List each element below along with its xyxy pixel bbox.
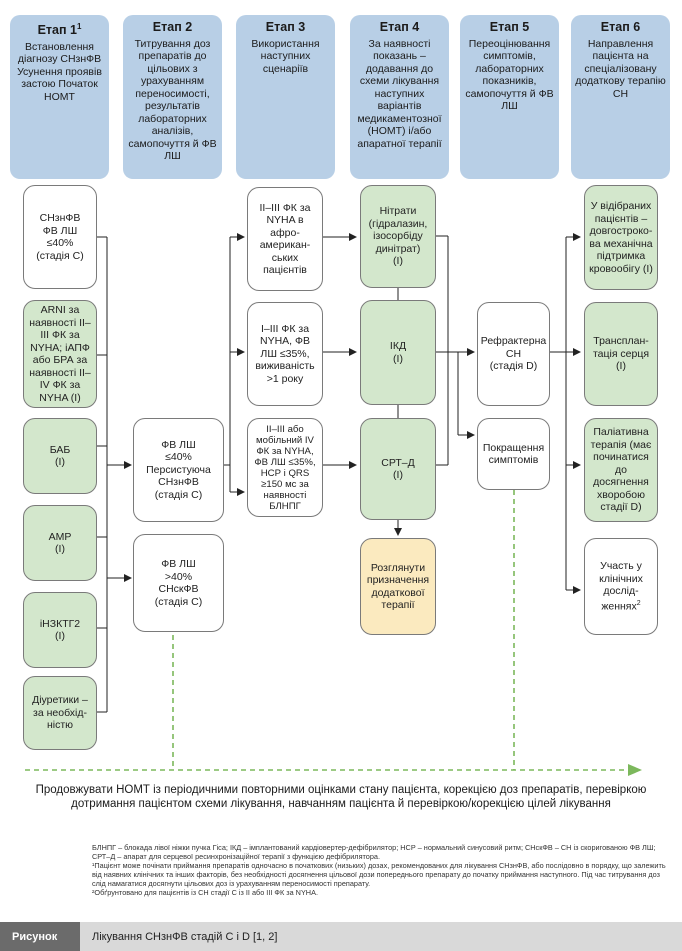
figure-caption: Лікування СНзнФВ стадій С і D [1, 2] [92, 930, 278, 943]
col6-palliative-box: Паліативна терапія (має починатися до до… [584, 418, 658, 522]
continue-therapy-text: Продовжувати НОМТ із періодичними повтор… [35, 784, 647, 810]
stage-5-title: Етап 5 [489, 20, 530, 34]
stage-3-title: Етап 3 [265, 20, 306, 34]
col5-refractory-box: Рефрактерна СН (стадія D) [477, 302, 550, 406]
col6-clinical-trials-sup: 2 [636, 599, 641, 607]
stage-1-sup: 1 [76, 22, 82, 31]
stage-2-text: Титрування доз препаратів до цільових з … [128, 37, 217, 163]
col2-persistent-hfref-box: ФВ ЛШ ≤40% Персистуюча СНзнФВ (стадія С) [133, 418, 224, 522]
col6-clinical-trials-box: Участь у клінічних дослід-женнях2 [584, 538, 658, 635]
col3-scenario-crt-box: II–III або мобільний IV ФК за NYHA, ФВ Л… [247, 418, 323, 517]
stage-3-text: Використання наступних сценаріїв [251, 37, 320, 75]
stage-3-header: Етап 3 Використання наступних сценаріїв [236, 15, 335, 179]
stage-6-text: Направлення пацієнта на спеціалізовану д… [575, 37, 666, 100]
col1-arni-box: ARNI за наявності II–III ФК за NYHA; іАП… [23, 300, 97, 408]
stage-4-title: Етап 4 [379, 20, 420, 34]
stage-1-title: Етап 1 [37, 23, 77, 38]
footnote-abbreviations: БЛНПГ – блокада лівої ніжки пучка Гіса; … [92, 843, 656, 861]
col4-nitrates-box: Нітрати (гідралазин, ізосорбіду динітрат… [360, 185, 436, 288]
col6-clinical-trials-text: Участь у клінічних дослід-женнях [599, 560, 643, 613]
stage-5-header: Етап 5 Переоцінювання симптомів, лаборат… [460, 15, 559, 179]
stage-1-header: Етап 11 Встановлення діагнозу СНзнФВ Усу… [10, 15, 109, 179]
stage-6-title: Етап 6 [600, 20, 641, 34]
footnotes: БЛНПГ – блокада лівої ніжки пучка Гіса; … [92, 843, 668, 897]
stage-2-title: Етап 2 [152, 20, 193, 34]
col6-transplant-box: Трансплан-тація серця (I) [584, 302, 658, 406]
col6-mcs-box: У відібраних пацієнтів – довгостроко-ва … [584, 185, 658, 290]
col2-hfimpef-box: ФВ ЛШ >40% СНскФВ (стадія С) [133, 534, 224, 632]
stage-1-text: Встановлення діагнозу СНзнФВ Усунення пр… [17, 40, 102, 103]
figure-label: Рисунок [0, 922, 80, 951]
col4-crtd-box: СРТ–Д (I) [360, 418, 436, 520]
stage-2-header: Етап 2 Титрування доз препаратів до ціль… [123, 15, 222, 179]
col4-additional-therapy-box: Розглянути призначення додаткової терапі… [360, 538, 436, 635]
col5-symptom-improvement-box: Покращення симптомів [477, 418, 550, 490]
col1-amr-box: АМР (I) [23, 505, 97, 581]
col1-bab-box: БАБ (I) [23, 418, 97, 494]
col3-scenario-african-box: II–III ФК за NYHA в афро-американ-ських … [247, 187, 323, 291]
col4-icd-box: ІКД (I) [360, 300, 436, 405]
footnote-1: ¹Пацієнт може почінати приймання препара… [92, 861, 666, 888]
col1-diuretics-box: Діуретики – за необхід-ністю [23, 676, 97, 750]
stage-4-header: Етап 4 За наявності показань – додавання… [350, 15, 449, 179]
stage-4-text: За наявності показань – додавання до схе… [357, 37, 442, 150]
figure-caption-bar [0, 922, 682, 951]
footnote-2: ²Обґрунтовано для пацієнтів із СН стадії… [92, 888, 318, 897]
col3-scenario-icd-box: I–III ФК за NYHA, ФВ ЛШ ≤35%, виживаніст… [247, 302, 323, 406]
stage-6-header: Етап 6 Направлення пацієнта на спеціаліз… [571, 15, 670, 179]
col1-hfref-box: СНзнФВ ФВ ЛШ ≤40% (стадія С) [23, 185, 97, 289]
col1-sglt2-box: іНЗКТГ2 (I) [23, 592, 97, 668]
stage-5-text: Переоцінювання симптомів, лабораторних п… [465, 37, 554, 113]
